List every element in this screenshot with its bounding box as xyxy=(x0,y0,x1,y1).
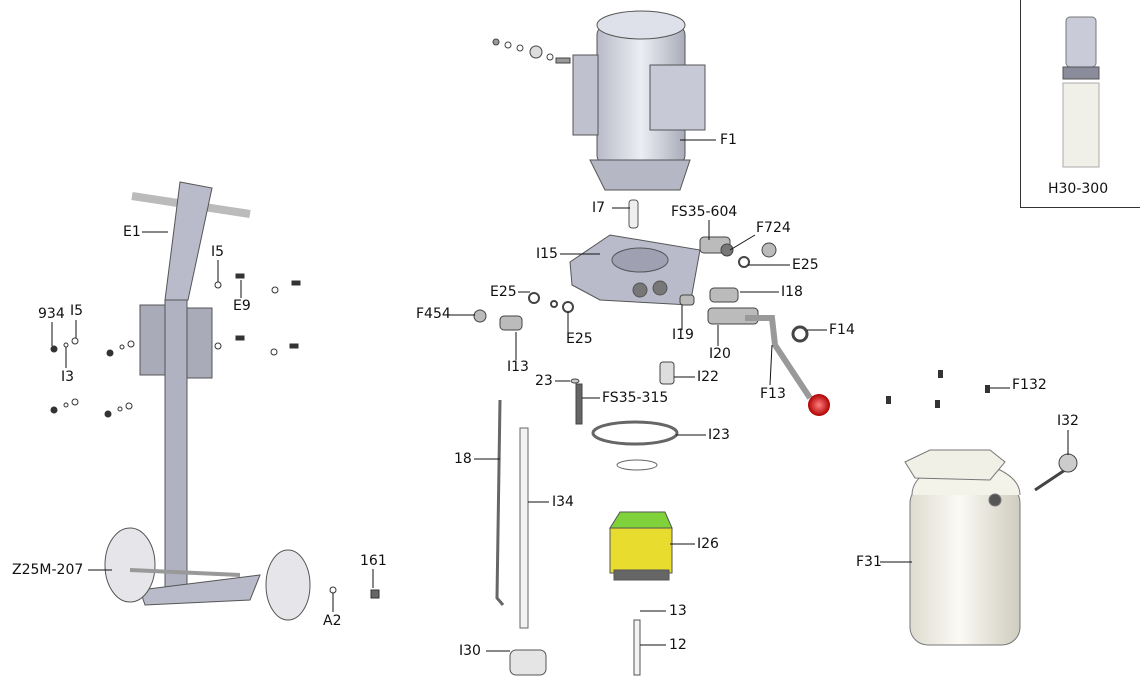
part-label: E25 xyxy=(490,284,517,300)
part-label: 13 xyxy=(669,603,687,619)
part-label: FS35-604 xyxy=(671,204,738,220)
motor-bolt-set xyxy=(492,38,571,64)
gear-pump-i26 xyxy=(509,511,673,676)
part-label: I19 xyxy=(672,327,694,343)
part-label: I23 xyxy=(708,427,730,443)
dipstick-i32 xyxy=(1034,453,1078,492)
part-label: A2 xyxy=(323,613,342,629)
part-label: F1 xyxy=(720,132,737,148)
part-label: F31 xyxy=(856,554,882,570)
part-label: E25 xyxy=(792,257,819,273)
part-label: F14 xyxy=(829,322,855,338)
tubes-and-seals xyxy=(495,399,679,629)
part-label: I34 xyxy=(552,494,574,510)
part-label: E25 xyxy=(566,331,593,347)
part-label: 161 xyxy=(360,553,387,569)
assembly-thumbnail: H30-300 xyxy=(1020,0,1140,208)
part-label: FS35-315 xyxy=(602,390,669,406)
part-label: 934 xyxy=(38,306,65,322)
part-label: Z25M-207 xyxy=(12,562,84,578)
part-label: 23 xyxy=(535,373,553,389)
part-label: I30 xyxy=(459,643,481,659)
part-label: F454 xyxy=(416,306,451,322)
part-label: I13 xyxy=(507,359,529,375)
part-label: I5 xyxy=(70,303,84,319)
part-label: I22 xyxy=(697,369,719,385)
motor-f1 xyxy=(572,10,706,191)
assembly-model-label: H30-300 xyxy=(1048,181,1109,197)
part-label: I7 xyxy=(592,200,606,216)
trolley-hardware xyxy=(50,273,380,599)
leader-lines xyxy=(51,139,1069,652)
tank-f31 xyxy=(904,449,1021,646)
part-label: F13 xyxy=(760,386,786,402)
part-label: 12 xyxy=(669,637,687,653)
part-label: 18 xyxy=(454,451,472,467)
part-label: I5 xyxy=(211,244,225,260)
handle-f13 xyxy=(745,315,830,416)
part-label: I18 xyxy=(781,284,803,300)
trolley-frame-e1 xyxy=(104,181,311,621)
part-label: I15 xyxy=(536,246,558,262)
part-label: E1 xyxy=(123,224,141,240)
part-label: F132 xyxy=(1012,377,1047,393)
part-label: I20 xyxy=(709,346,731,362)
part-label: I26 xyxy=(697,536,719,552)
part-label: I32 xyxy=(1057,413,1079,429)
small-screws-f132 xyxy=(886,370,990,408)
valve-block-i15 xyxy=(569,199,701,306)
part-label: F724 xyxy=(756,220,791,236)
part-label: I3 xyxy=(61,369,75,385)
part-label: E9 xyxy=(233,298,251,314)
valve-fittings xyxy=(473,236,809,425)
assembly-thumbnail-image xyxy=(1062,16,1100,168)
